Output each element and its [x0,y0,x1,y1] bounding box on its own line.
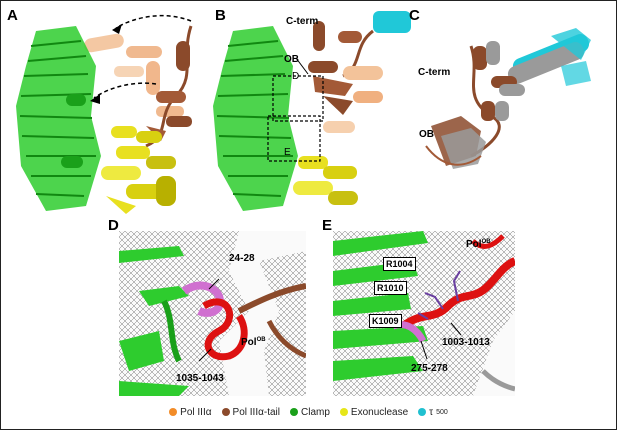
helix-1035-1043 [202,298,248,361]
zoom-box-e [267,115,321,162]
exonuclease-region [101,126,176,214]
ob-domain [425,116,486,169]
legend-dot [418,408,427,416]
panel-e-density [333,231,515,396]
panel-b-letter: B [215,7,226,24]
legend-dot [339,408,348,416]
zoom-box-d [272,75,324,122]
legend-dot [221,408,230,416]
clamp-region [16,26,101,211]
panel-c-structure [425,28,591,169]
pol-iiia-region [84,33,184,117]
tau-helix [373,11,411,33]
c-term-helices [473,41,525,121]
pol-tail-region [145,25,193,148]
panel-e-letter: E [322,217,333,234]
clamp-strands [119,246,189,396]
panel-a-letter: A [7,7,18,24]
legend-dot [290,408,298,416]
panel-d-range2-label: 1035-1043 [176,373,224,384]
panel-b-box-d-label: D [292,71,300,82]
legend-item-clamp: Clamp [290,407,330,418]
segment-24-28 [181,281,224,317]
panel-e-k1009-label: K1009 [369,314,402,328]
panel-b-box-e-label: E [284,147,291,158]
pol-iiia-region [323,66,383,133]
panel-e-r1010-label: R1010 [374,281,407,295]
panel-e-pol-label: PolOB [466,239,491,250]
panel-d-range1-label: 24-28 [229,253,255,264]
legend-dot [169,408,178,416]
panel-e-range2-label: 275-278 [411,363,448,374]
panel-d-letter: D [108,217,119,234]
panel-e-r1004-label: R1004 [383,257,416,271]
panel-d-pol-label: PolOB [241,337,266,348]
exonuclease-region [293,156,358,205]
panel-c-ob-label: OB [419,129,434,140]
legend: Pol IIIα Pol IIIα-tail Clamp Exonuclease… [1,403,616,421]
panel-d-density [119,231,306,396]
legend-item-pol-iiia-tail: Pol IIIα-tail [221,407,280,418]
clamp-strands [333,231,428,381]
legend-item-pol-iiia: Pol IIIα [169,407,212,418]
panel-e-range1-label: 1003-1013 [442,337,490,348]
panel-c-cterm-label: C-term [418,67,451,78]
strand-1003-1013 [400,257,515,330]
clamp-region [213,26,298,211]
panel-b-cterm-label: C-term [286,16,319,27]
panel-b-ob-label: OB [284,54,299,65]
panel-a-structure [16,14,193,214]
panel-c-letter: C [409,7,420,24]
legend-item-exonuclease: Exonuclease [339,407,408,418]
panel-b-structure [213,11,411,211]
